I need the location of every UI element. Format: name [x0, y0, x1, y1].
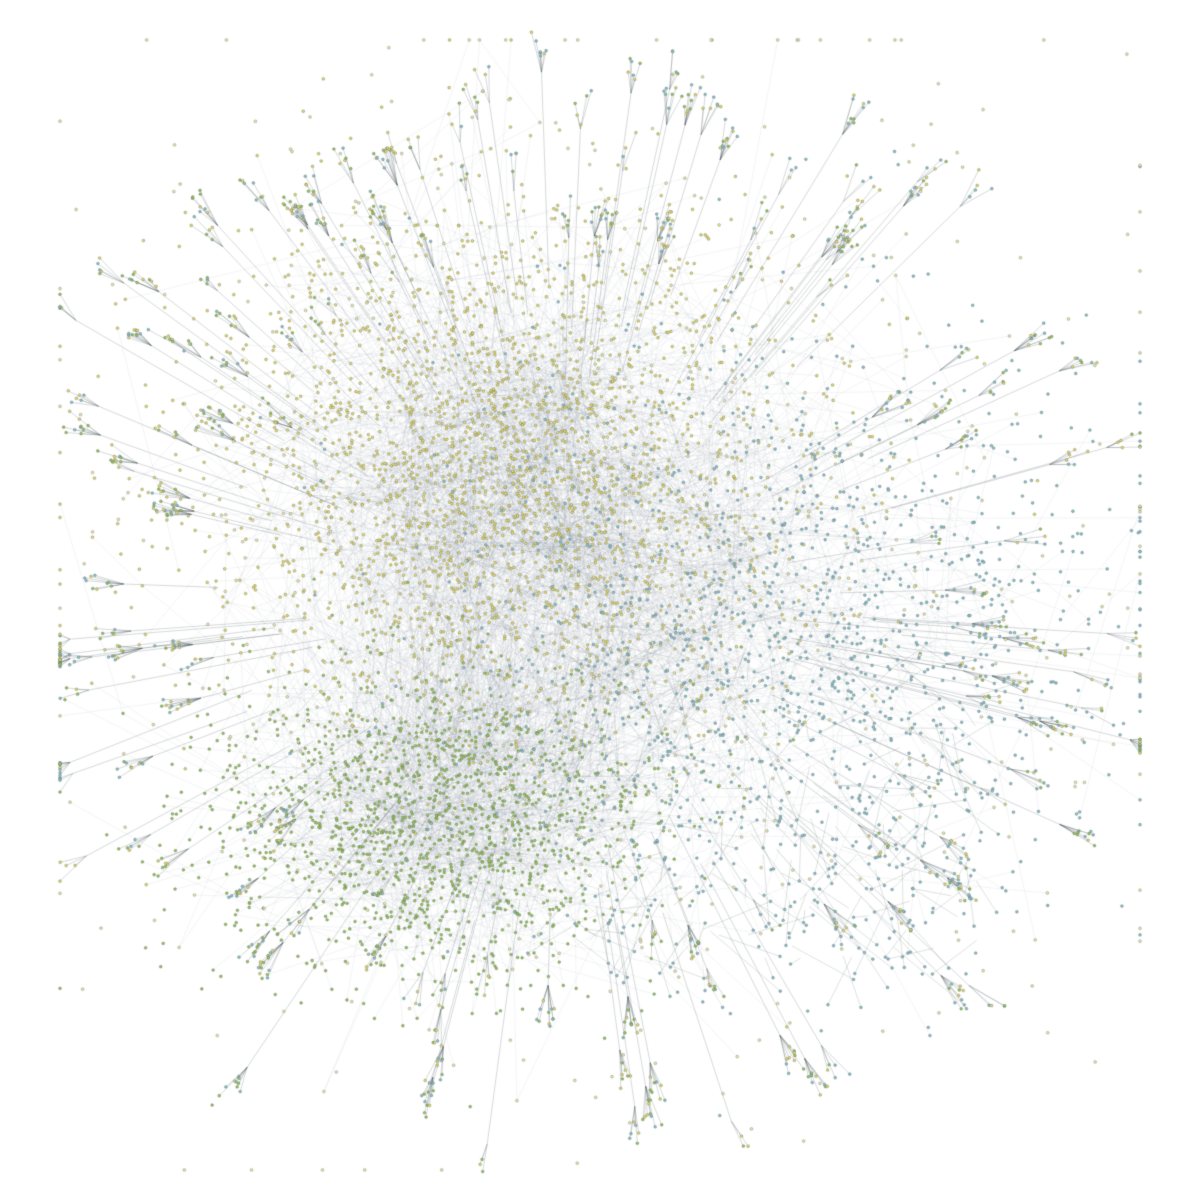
network-graph-canvas: [0, 0, 1200, 1200]
network-graph-figure: [0, 0, 1200, 1200]
